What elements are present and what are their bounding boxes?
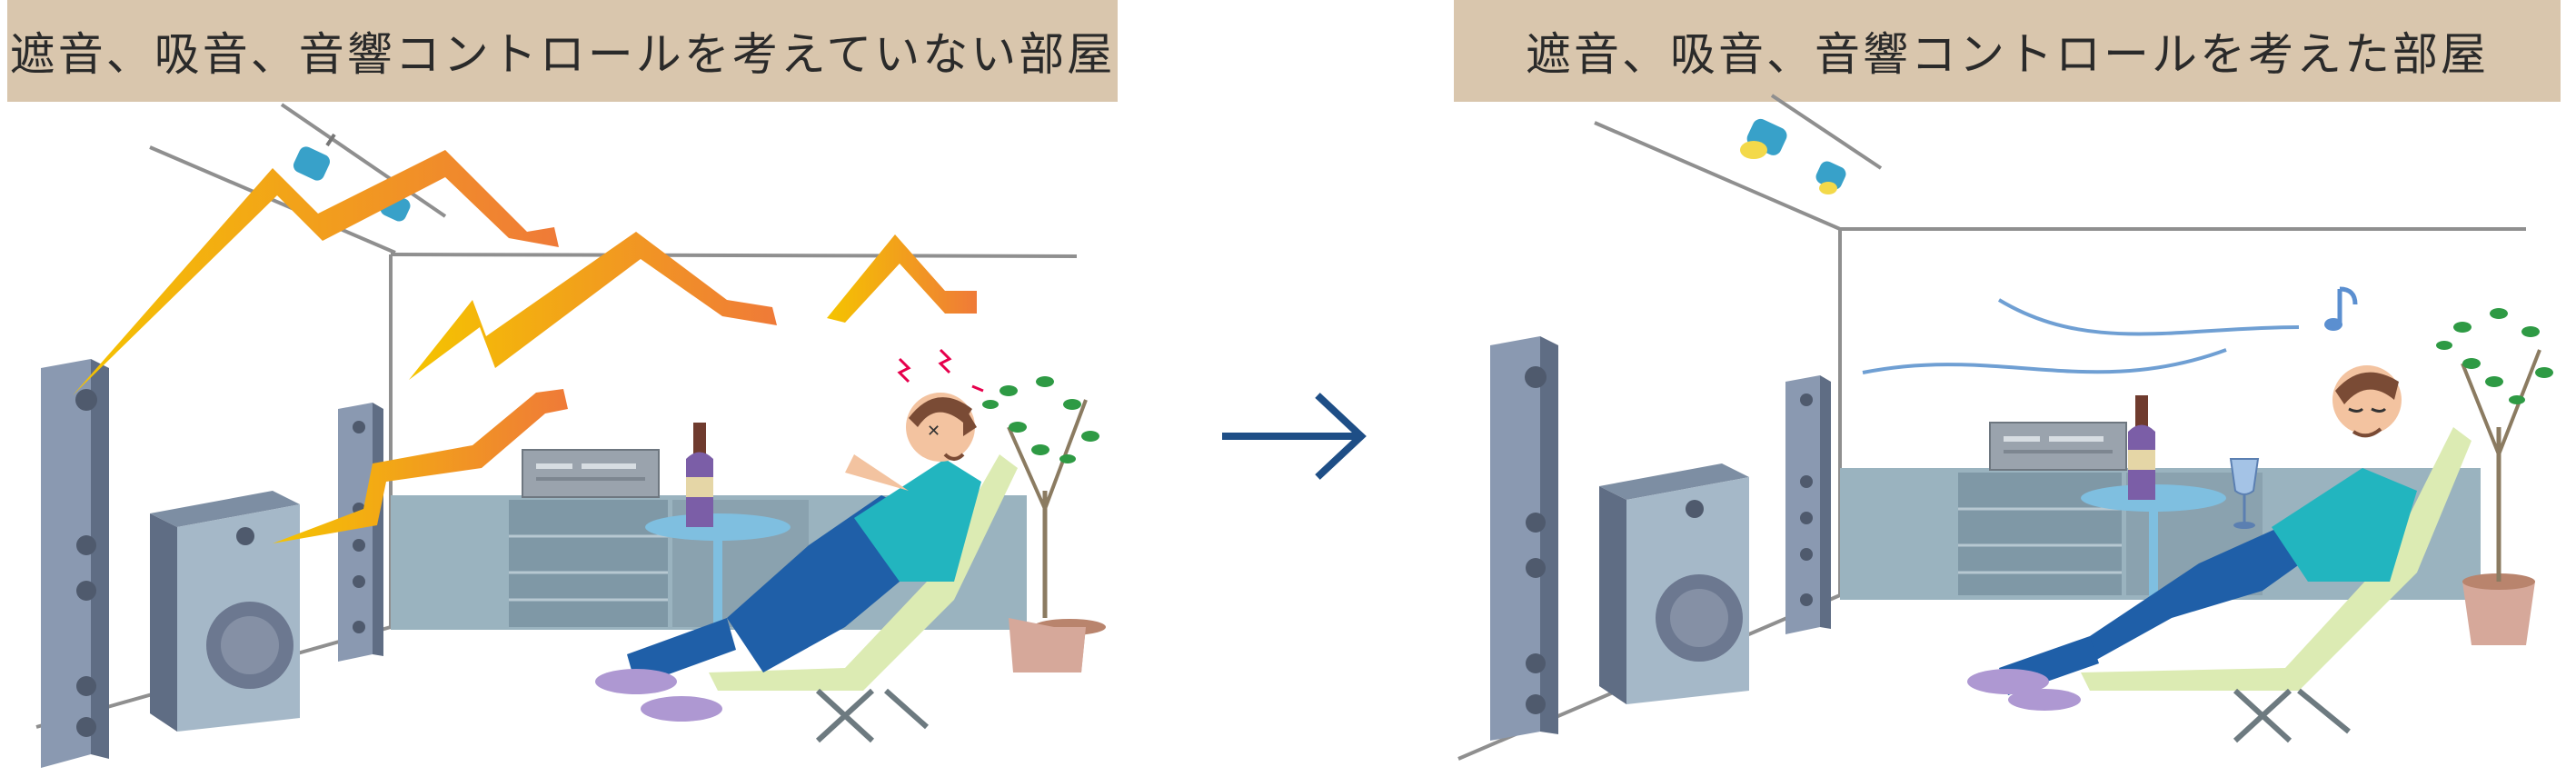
- svg-text:✕: ✕: [927, 422, 940, 441]
- right-arrow-icon: [1222, 393, 1367, 480]
- stressed-man: ✕: [595, 393, 981, 722]
- potted-plant: [2436, 308, 2553, 645]
- sound-reflection-arrows: [73, 150, 977, 543]
- small-speaker: [338, 403, 383, 662]
- wine-bottle-icon: [686, 423, 713, 527]
- side-table: [645, 513, 791, 632]
- room-scene-noisy: ✕: [35, 103, 1106, 768]
- tall-speaker-left: [1490, 336, 1558, 741]
- amplifier: [522, 449, 660, 498]
- panel-title: 遮音、吸音、音響コントロールを考えていない部屋: [9, 28, 1116, 81]
- music-note-icon: [2324, 286, 2358, 331]
- panel-title-banner: 遮音、吸音、音響コントロールを考えた部屋: [1454, 0, 2561, 102]
- wine-bottle-icon: [2128, 395, 2155, 500]
- sound-wave-lines: [1862, 298, 2300, 374]
- panel-title: 遮音、吸音、音響コントロールを考えた部屋: [1526, 28, 2489, 81]
- subwoofer: [150, 491, 300, 732]
- track-light-icon: [1740, 118, 1846, 194]
- panel-without-acoustic-control: 遮音、吸音、音響コントロールを考えていない部屋: [0, 0, 1127, 777]
- room-scene-calm: [1457, 94, 2553, 761]
- tall-speaker-left: [41, 359, 109, 768]
- potted-plant: [982, 376, 1106, 672]
- panel-with-acoustic-control: 遮音、吸音、音響コントロールを考えた部屋: [1454, 0, 2576, 777]
- stress-lines-icon: [897, 348, 984, 393]
- small-speaker: [1785, 375, 1831, 634]
- amplifier: [1989, 422, 2127, 471]
- wine-glass-icon: [2229, 458, 2260, 529]
- track-light-icon: [293, 133, 411, 222]
- relaxed-man: [1967, 365, 2417, 711]
- panel-title-banner: 遮音、吸音、音響コントロールを考えていない部屋: [7, 0, 1118, 102]
- subwoofer: [1599, 463, 1749, 704]
